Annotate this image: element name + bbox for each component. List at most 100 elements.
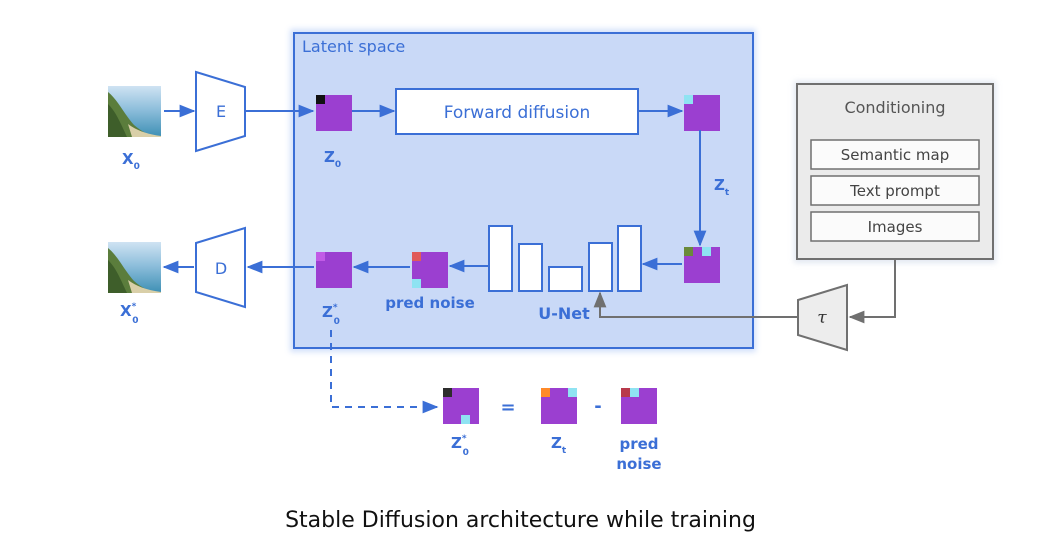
noise-cell — [630, 406, 639, 415]
patch-pred-noise — [412, 252, 448, 288]
noise-cell — [325, 122, 334, 131]
noise-cell — [325, 95, 334, 104]
noise-cell — [693, 113, 702, 122]
noise-cell — [325, 270, 334, 279]
arrows-gray — [593, 260, 896, 324]
noise-cell — [711, 113, 720, 122]
noise-cell — [711, 265, 720, 274]
encoder-block — [195, 70, 246, 153]
noise-cell — [430, 252, 439, 261]
decoder-label: D — [215, 259, 227, 278]
noise-cell — [421, 261, 430, 270]
noise-cell — [550, 388, 559, 397]
patch-eq-zt — [541, 388, 577, 424]
label-x0-hat: X*0 — [120, 302, 139, 326]
noise-cell — [316, 113, 325, 122]
patch-eq-pred-noise — [621, 388, 657, 424]
noise-cell — [334, 113, 343, 122]
label-z0: Z0 — [324, 148, 341, 170]
noise-cell — [559, 397, 568, 406]
eq-label-zt: Zt — [551, 434, 567, 456]
patch-eq-z0-hat — [443, 388, 479, 424]
patch-z0-hat — [316, 252, 352, 288]
noise-cell — [439, 270, 448, 279]
noise-cell — [334, 95, 343, 104]
noise-cell — [325, 279, 334, 288]
noise-cell — [316, 261, 325, 270]
noise-cell — [541, 388, 550, 397]
eq-label-noise: noise — [616, 455, 661, 473]
noise-cell — [621, 388, 630, 397]
encoder-label: E — [216, 102, 226, 121]
noise-cell — [559, 415, 568, 424]
noise-cell — [334, 279, 343, 288]
noise-cell — [443, 397, 452, 406]
noise-cell — [693, 274, 702, 283]
noise-cell — [559, 406, 568, 415]
arrows-blue — [162, 104, 707, 414]
svg-text:Images: Images — [868, 218, 923, 236]
eq-label-pred: pred — [619, 435, 658, 453]
noise-cell — [639, 406, 648, 415]
noise-cell — [702, 122, 711, 131]
noise-cell — [621, 406, 630, 415]
noise-cell — [684, 104, 693, 113]
label-x0: X0 — [122, 150, 140, 172]
forward-diffusion-label: Forward diffusion — [444, 103, 591, 123]
noise-cell — [684, 247, 693, 256]
noise-cell — [630, 415, 639, 424]
noise-cell — [334, 261, 343, 270]
noise-cell — [334, 270, 343, 279]
noise-cell — [684, 265, 693, 274]
noise-cell — [568, 397, 577, 406]
noise-cell — [684, 274, 693, 283]
noise-cell — [334, 104, 343, 113]
noise-cell — [550, 415, 559, 424]
noise-cell — [639, 397, 648, 406]
noise-cell — [621, 415, 630, 424]
noise-cell — [470, 415, 479, 424]
noise-cell — [452, 388, 461, 397]
noise-cell — [325, 261, 334, 270]
noise-cell — [711, 256, 720, 265]
tau-block — [797, 283, 848, 352]
eq-minus: - — [594, 396, 601, 417]
label-z0-hat: Z*0 — [322, 303, 340, 327]
noise-cell — [452, 406, 461, 415]
conditioning-item-text-prompt: Text prompt — [810, 175, 980, 206]
noise-cell — [430, 270, 439, 279]
noise-cell — [702, 274, 711, 283]
noise-cell — [325, 252, 334, 261]
noise-cell — [693, 256, 702, 265]
noise-cell — [461, 415, 470, 424]
forward-diffusion-box — [395, 88, 639, 135]
label-pred-noise: pred noise — [385, 294, 475, 312]
noise-cell — [421, 279, 430, 288]
noise-cell — [343, 252, 352, 261]
noise-cell — [568, 388, 577, 397]
noise-cell — [439, 261, 448, 270]
noise-cell — [343, 122, 352, 131]
decoder-block — [195, 226, 246, 309]
noise-cell — [316, 104, 325, 113]
noise-cell — [439, 252, 448, 261]
noise-cell — [412, 270, 421, 279]
noise-cell — [334, 122, 343, 131]
noise-cell — [702, 95, 711, 104]
noise-cell — [684, 256, 693, 265]
noise-cell — [702, 265, 711, 274]
noise-cell — [443, 406, 452, 415]
conditioning-title: Conditioning — [844, 98, 945, 117]
conditioning-item-images: Images — [810, 211, 980, 242]
noise-cell — [343, 279, 352, 288]
conditioning-item-semantic-map: Semantic map — [810, 139, 980, 170]
noise-cell — [443, 415, 452, 424]
unet-block — [488, 225, 642, 292]
noise-cell — [711, 274, 720, 283]
noise-cell — [316, 122, 325, 131]
noise-cell — [343, 261, 352, 270]
noise-cell — [711, 104, 720, 113]
noise-cell — [693, 265, 702, 274]
noise-cell — [702, 104, 711, 113]
noise-cell — [316, 252, 325, 261]
